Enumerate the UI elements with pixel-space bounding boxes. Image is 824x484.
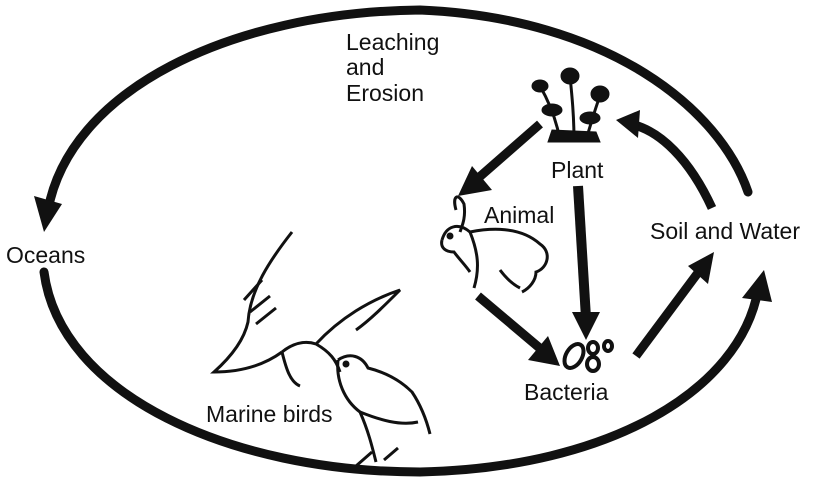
- arrow-plant-to-animal: [458, 124, 540, 196]
- outer-arrow-bottom: [44, 270, 772, 472]
- arrow-animal-to-bacteria: [478, 296, 560, 366]
- label-plant: Plant: [551, 158, 603, 183]
- label-leaching-line-3: Erosion: [346, 81, 439, 106]
- marine-bird-icon: [214, 232, 400, 386]
- label-oceans: Oceans: [6, 243, 85, 268]
- label-leaching-line-2: and: [346, 55, 439, 80]
- label-animal: Animal: [484, 203, 554, 228]
- label-soil-and-water: Soil and Water: [650, 219, 800, 244]
- label-marine-birds: Marine birds: [206, 402, 333, 427]
- arrow-bacteria-to-soil: [636, 252, 714, 356]
- label-leaching-erosion: Leaching and Erosion: [346, 30, 439, 106]
- bacteria-icon: [561, 341, 612, 372]
- arrow-plant-to-bacteria: [572, 186, 600, 340]
- marine-bird-icon: [338, 356, 430, 466]
- label-bacteria: Bacteria: [524, 380, 608, 405]
- plant-icon: [532, 68, 609, 142]
- label-leaching-line-1: Leaching: [346, 30, 439, 55]
- arrow-soil-to-plant: [616, 110, 712, 208]
